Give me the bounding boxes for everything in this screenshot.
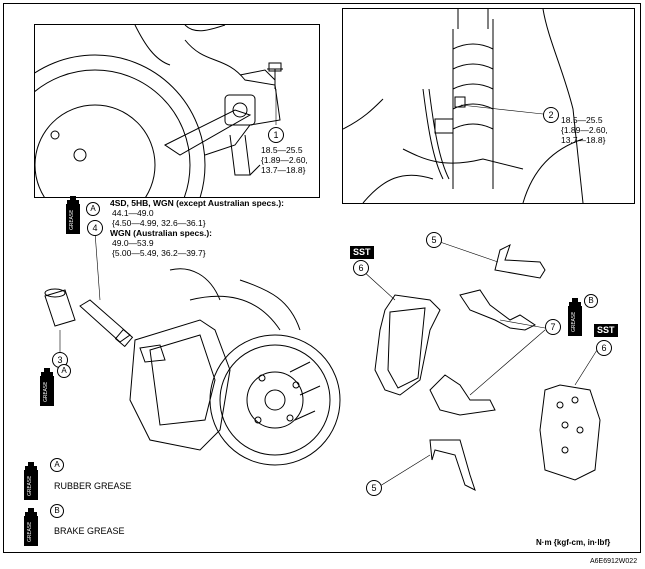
- torque-2-line1: 18.5—25.5: [561, 115, 603, 125]
- legend-b-marker: B: [50, 504, 64, 518]
- callout-5-bottom: 5: [366, 480, 382, 496]
- torque-4-value1a: 44.1—49.0: [112, 208, 154, 218]
- legend-brake-grease: BRAKE GREASE: [54, 526, 125, 536]
- torque-1-line2: {1.89—2.60,: [261, 155, 308, 165]
- grease-can-icon: GREASE: [24, 462, 38, 500]
- svg-text:GREASE: GREASE: [27, 476, 33, 496]
- torque-1-line1: 18.5—25.5: [261, 145, 303, 155]
- torque-2-line2: {1.89—2.60,: [561, 125, 608, 135]
- grease-can-icon: GREASE: [40, 368, 54, 406]
- torque-4-value1b: {4.50—4.99, 32.6—36.1}: [112, 218, 206, 228]
- torque-spec-2: 18.5—25.5 {1.89—2.60, 13.7—18.8}: [561, 115, 608, 145]
- inset-caliper-bolt: 1 18.5—25.5 {1.89—2.60, 13.7—18.8}: [34, 24, 320, 198]
- grease-b-marker: B: [584, 294, 598, 308]
- svg-text:GREASE: GREASE: [571, 312, 577, 332]
- inset-hose-bracket-illustration: [343, 9, 584, 203]
- units-note: N·m {kgf-cm, in·lbf}: [536, 538, 611, 547]
- torque-spec-1: 18.5—25.5 {1.89—2.60, 13.7—18.8}: [261, 145, 308, 175]
- callout-4: 4: [87, 220, 103, 236]
- callout-1: 1: [268, 127, 284, 143]
- torque-4-heading1: 4SD, 5HB, WGN (except Australian specs.)…: [110, 198, 284, 208]
- svg-text:GREASE: GREASE: [27, 522, 33, 542]
- torque-1-line3: 13.7—18.8}: [261, 165, 306, 175]
- torque-spec-4: 4SD, 5HB, WGN (except Australian specs.)…: [110, 198, 284, 258]
- grease-can-icon: GREASE: [24, 508, 38, 546]
- torque-4-value2a: 49.0—53.9: [112, 238, 154, 248]
- callout-5-top: 5: [426, 232, 442, 248]
- callout-2: 2: [543, 107, 559, 123]
- torque-2-line3: 13.7—18.8}: [561, 135, 606, 145]
- grease-a-marker-bottom: A: [57, 364, 71, 378]
- sst-label-right: SST: [594, 324, 618, 337]
- figure-code: A6E6912W022: [590, 558, 638, 565]
- grease-a-marker-top: A: [86, 202, 100, 216]
- torque-4-value2b: {5.00—5.49, 36.2—39.7}: [112, 248, 206, 258]
- callout-6-right: 6: [596, 340, 612, 356]
- inset-caliper-bolt-illustration: [35, 25, 283, 197]
- svg-text:GREASE: GREASE: [69, 210, 75, 230]
- torque-4-heading2: WGN (Australian specs.):: [110, 228, 213, 238]
- diagram-frame: [3, 3, 641, 553]
- svg-text:GREASE: GREASE: [43, 382, 49, 402]
- callout-7: 7: [545, 319, 561, 335]
- inset-hose-bracket: 2 18.5—25.5 {1.89—2.60, 13.7—18.8}: [342, 8, 635, 204]
- callout-6-left: 6: [353, 260, 369, 276]
- sst-label-left: SST: [350, 246, 374, 259]
- grease-can-icon: GREASE: [66, 196, 80, 234]
- grease-can-icon: GREASE: [568, 298, 582, 336]
- legend-a-marker: A: [50, 458, 64, 472]
- legend-rubber-grease: RUBBER GREASE: [54, 481, 132, 491]
